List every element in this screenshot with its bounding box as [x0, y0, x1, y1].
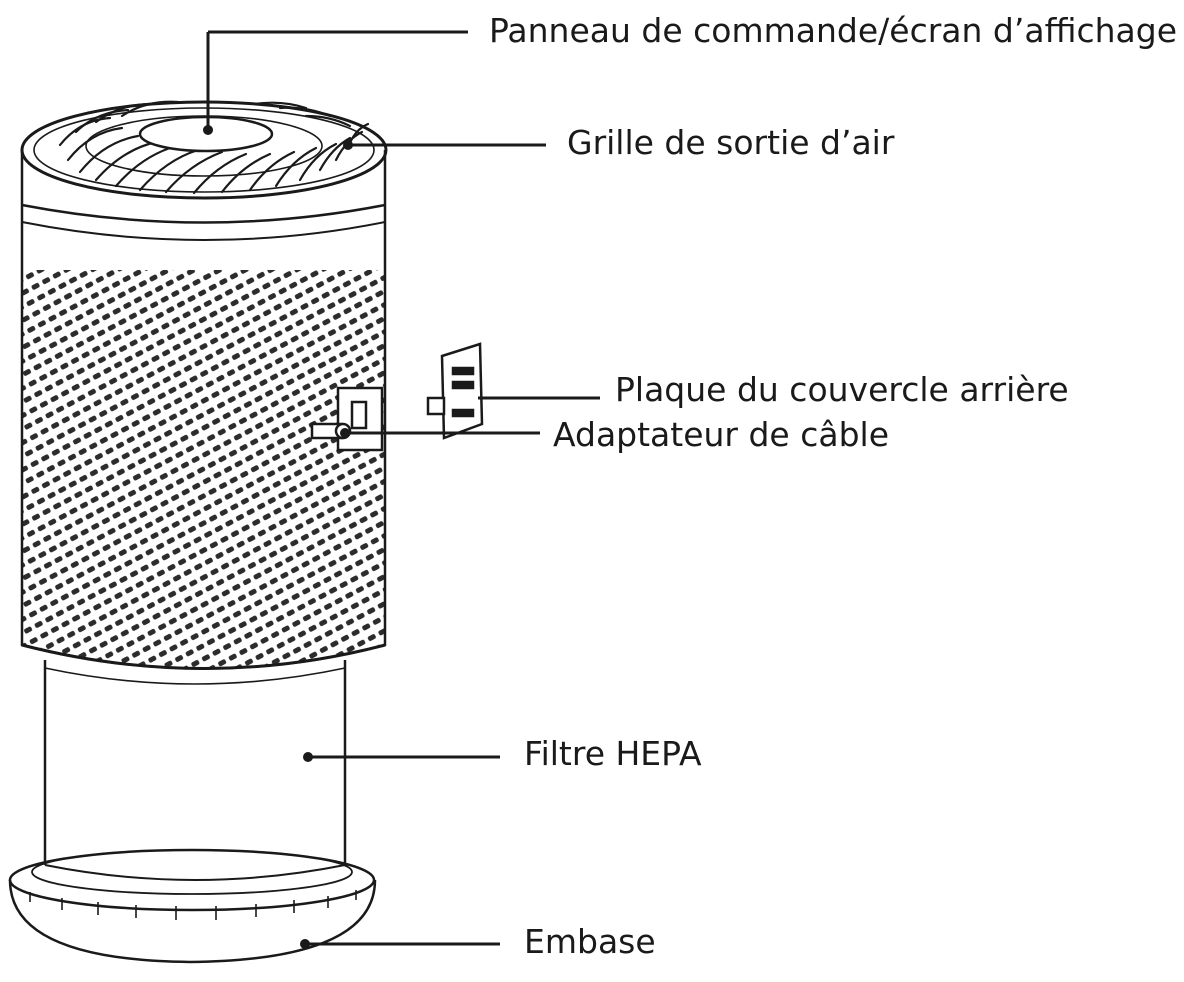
air-outlet-grille-illustration [20, 100, 388, 200]
label-rear-cover-plate: Plaque du couvercle arrière [615, 370, 1069, 409]
label-air-outlet-grille: Grille de sortie d’air [567, 123, 895, 162]
leader-dots [203, 125, 353, 949]
label-base: Embase [524, 922, 656, 961]
label-cable-adapter: Adaptateur de câble [553, 415, 890, 454]
leader-lines [206, 30, 600, 946]
main-body-illustration [20, 150, 387, 670]
hepa-filter-illustration [43, 660, 347, 881]
label-control-panel: Panneau de commande/écran d’affichage [489, 11, 1178, 50]
rear-cover-plate-illustration [426, 342, 484, 440]
base-illustration [8, 848, 377, 964]
label-hepa-filter: Filtre HEPA [524, 734, 702, 773]
